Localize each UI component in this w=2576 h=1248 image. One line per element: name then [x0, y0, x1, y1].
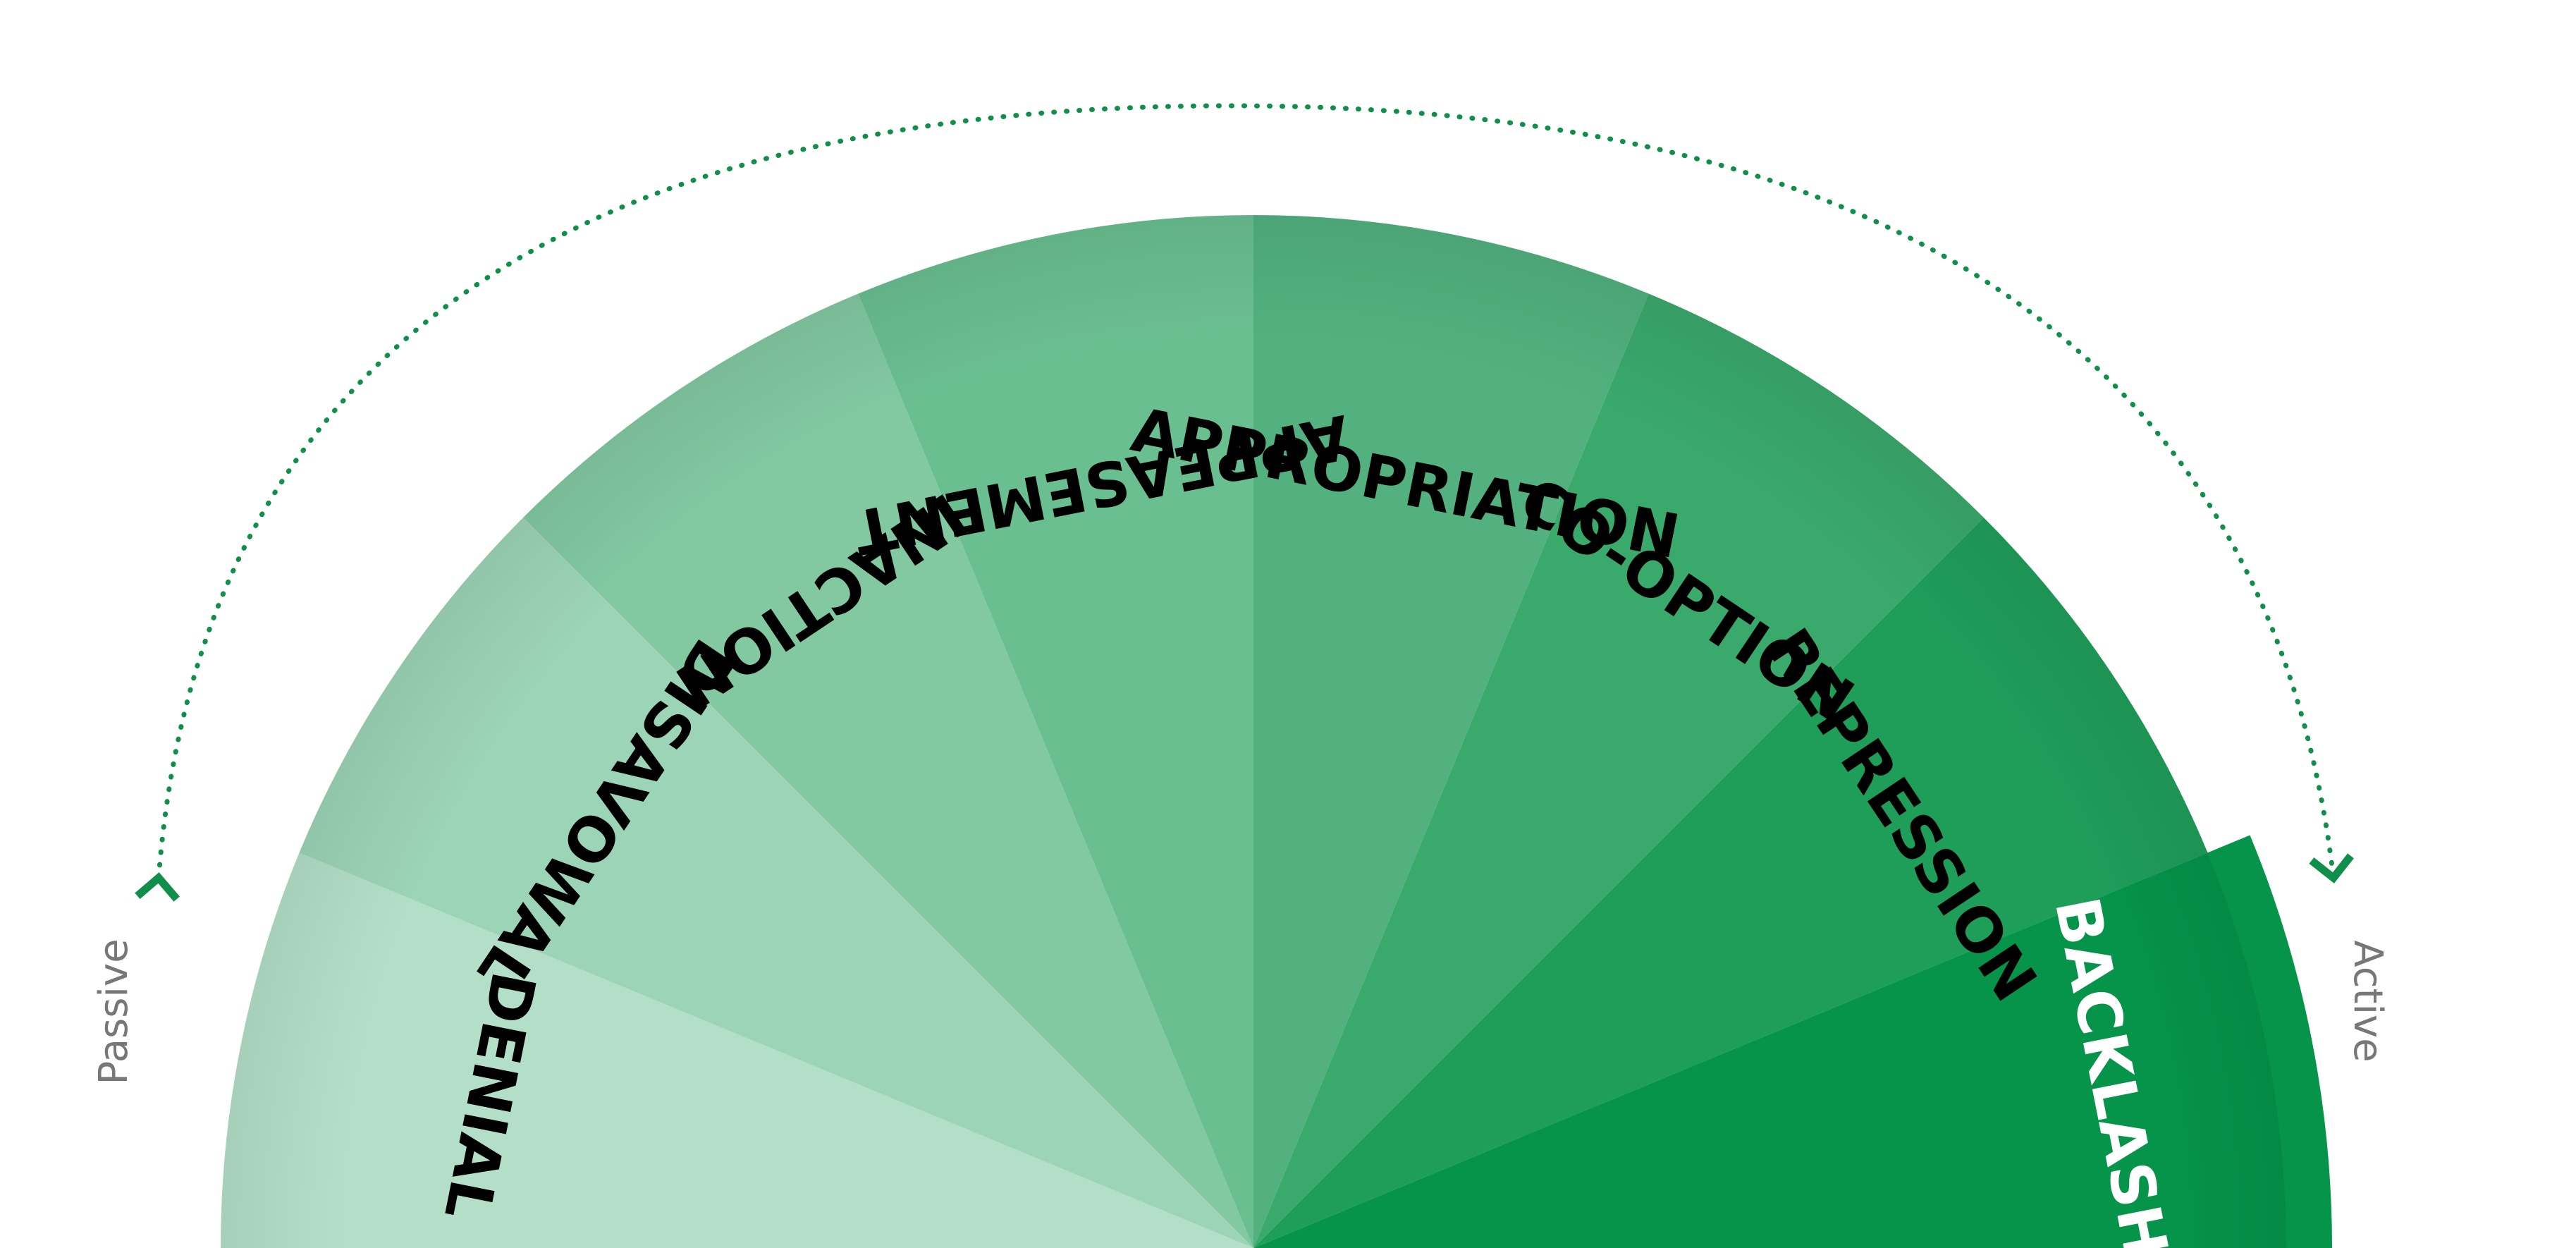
active-label: Active — [2345, 940, 2391, 1062]
passive-label: Passive — [91, 938, 137, 1084]
passive-active-arrow — [135, 103, 2354, 902]
rim-shade — [221, 215, 2286, 1248]
